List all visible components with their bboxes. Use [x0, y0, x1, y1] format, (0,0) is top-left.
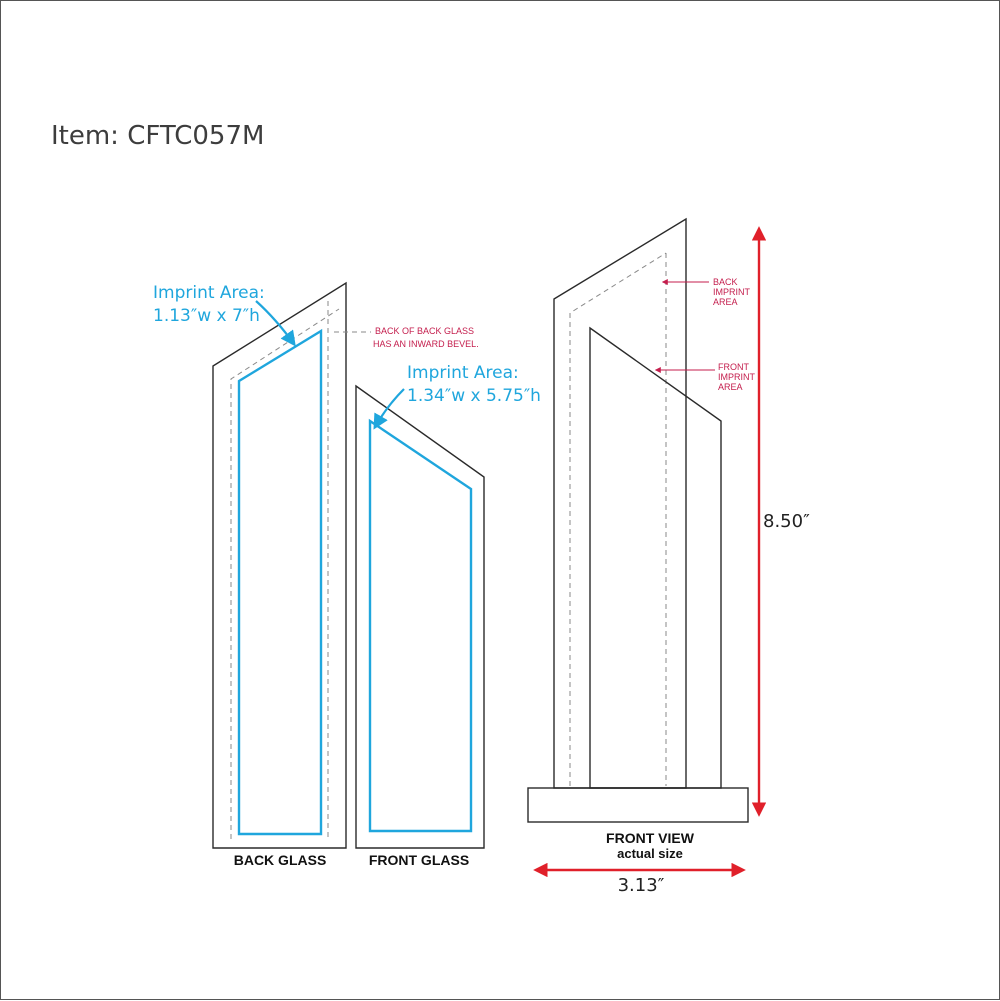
back-imprint-arrow [255, 300, 296, 347]
front-glass-outline [355, 384, 485, 849]
back-imprint-title: Imprint Area: [153, 283, 265, 303]
back-imprint-note-2: IMPRINT [713, 287, 751, 297]
front-imprint-title: Imprint Area: [407, 363, 519, 383]
back-glass-outline [212, 281, 347, 849]
front-imprint-note-1: FRONT [718, 362, 749, 372]
front-glass-drawing [355, 384, 485, 849]
back-glass-bevel-left [230, 308, 340, 839]
back-imprint-note-1: BACK [713, 277, 738, 287]
front-glass-imprint-area [368, 418, 473, 833]
item-title: Item: CFTC057M [51, 121, 264, 151]
front-imprint-arrow [373, 388, 405, 430]
width-dimension: 3.13″ [618, 875, 665, 896]
front-view-drawing [527, 217, 749, 823]
front-imprint-note-3: AREA [718, 382, 743, 392]
front-view-base [527, 787, 749, 823]
front-view-back-glass [553, 217, 687, 789]
back-imprint-size: 1.13″w x 7″h [153, 306, 260, 326]
front-imprint-size: 1.34″w x 5.75″h [407, 386, 541, 406]
back-imprint-note-3: AREA [713, 297, 738, 307]
back-glass-imprint-area [237, 328, 323, 836]
bevel-note-line-1: BACK OF BACK GLASS [375, 326, 474, 336]
back-glass-drawing [212, 281, 347, 849]
front-view-label: FRONT VIEW [606, 830, 695, 846]
front-view-sublabel: actual size [617, 846, 683, 861]
front-view-front-glass [589, 326, 722, 789]
bevel-note-line-2: HAS AN INWARD BEVEL. [373, 339, 479, 349]
height-dimension: 8.50″ [763, 511, 810, 532]
front-view-bevel-left [569, 252, 667, 786]
back-glass-label: BACK GLASS [234, 852, 327, 868]
front-imprint-note-2: IMPRINT [718, 372, 756, 382]
front-glass-label: FRONT GLASS [369, 852, 469, 868]
